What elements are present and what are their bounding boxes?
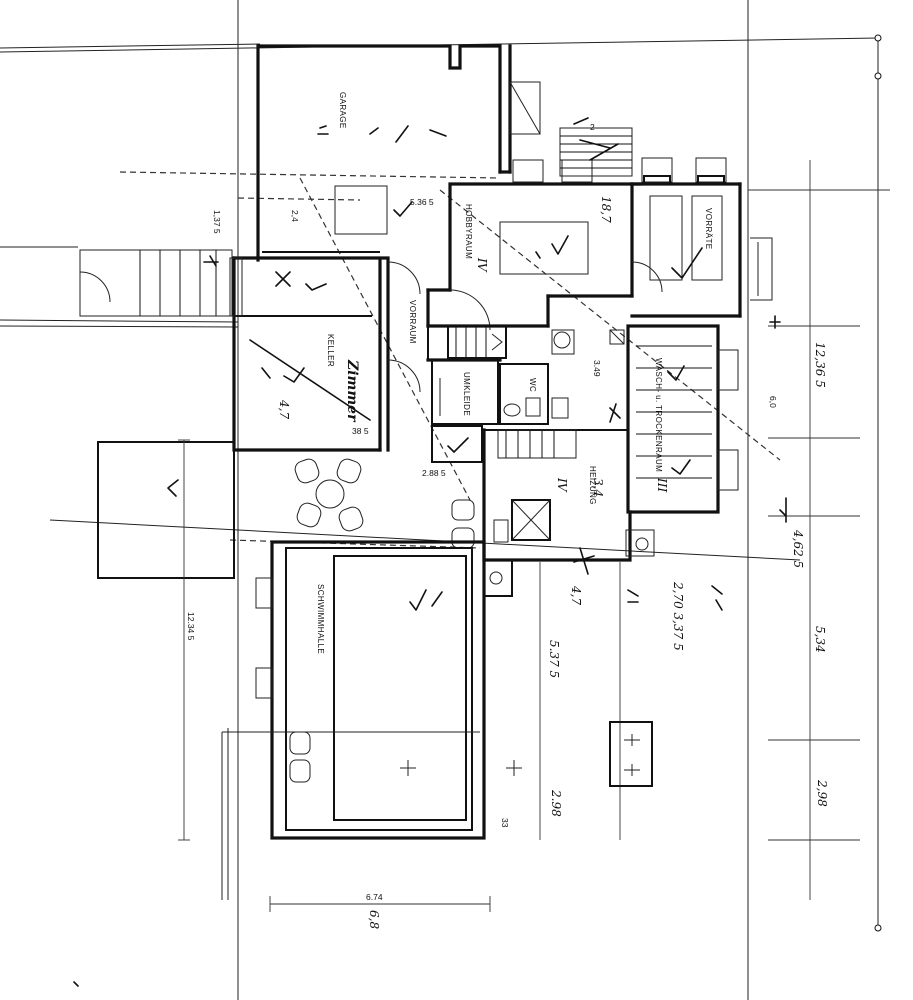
stair-number-2: 2 (590, 122, 595, 132)
dim-6-0: 6,0 (768, 396, 778, 408)
floor-area-value: 4,7 (569, 585, 583, 605)
entrance-stairs: 2 (559, 117, 633, 177)
vorraum: VORRAUM 3.49 (378, 258, 602, 452)
dim-33: 33 (500, 818, 510, 828)
dim-4-625: 4,62 5 (791, 529, 805, 568)
schwimmhalle: SCHWIMMHALLE 33 (221, 540, 522, 900)
dim-5-365: 5.36 5 (410, 197, 434, 207)
room-label-waschraum: WASCH- u. TROCKENRAUM (654, 358, 663, 472)
dim-2-98-right: 2,98 (815, 779, 829, 807)
dim-5-375: 5.37 5 (547, 640, 561, 678)
room-label-keller: KELLER (326, 334, 335, 367)
heizung-value: 3,4 (591, 478, 605, 497)
dim-6-74: 6.74 (366, 892, 383, 902)
dim-12-365: 12,36 5 (813, 342, 827, 388)
garage: GARAGE 2,4 1,37 5 (212, 44, 541, 262)
reference-lines (0, 0, 882, 1000)
room-label-garage: GARAGE (338, 92, 347, 129)
dim-2-4: 2,4 (290, 210, 300, 222)
room-label-vorraum: VORRAUM (408, 300, 417, 344)
umkleide: UMKLEIDE (431, 325, 507, 425)
dim-2-98: 2.98 (549, 789, 563, 817)
numeral-iv-heizung: IV (555, 477, 569, 493)
dimensions: 12.34 5 6.74 6,8 5.37 5 2.98 4,7 2,70 3,… (178, 160, 890, 929)
waschraum: WASCH- u. TROCKENRAUM III (609, 324, 739, 514)
room-label-hobbyraum: HOBBYRAUM (464, 204, 473, 259)
numeral-iv-hobby: IV (475, 257, 489, 273)
terrace-furniture (97, 441, 475, 579)
room-label-schwimmhalle: SCHWIMMHALLE (316, 584, 325, 654)
hobbyraum: HOBBYRAUM 18,7 5.36 5 IV (410, 159, 642, 331)
hobby-area-value: 18,7 (599, 196, 613, 223)
wc: WC (499, 329, 575, 425)
room-label-vorraete: VORRÄTE (704, 208, 713, 249)
heizung: HEIZUNG 3,4 IV 2.88 5 (422, 425, 655, 562)
room-label-wc: WC (528, 378, 537, 392)
dim-12-345: 12.34 5 (186, 612, 196, 641)
dim-38-5: 38 5 (352, 426, 369, 436)
dim-5-34: 5,34 (813, 626, 827, 653)
annotations (73, 255, 787, 987)
dim-2-885: 2.88 5 (422, 468, 446, 478)
numeral-iii-wasch: III (655, 477, 669, 492)
side-stair (79, 249, 233, 317)
room-label-umkleide: UMKLEIDE (462, 372, 471, 416)
dim-6-8: 6,8 (367, 910, 381, 929)
room-label-heizung: HEIZUNG (588, 466, 597, 505)
vorraete: VORRÄTE (630, 157, 773, 318)
handwritten-zimmer: Zimmer (344, 359, 360, 423)
keller-area-value: 4,7 (277, 399, 291, 419)
dim-2-70-3-375: 2,70 3,37 5 (671, 581, 685, 651)
dim-3-49: 3.49 (592, 360, 602, 377)
dim-1-375: 1,37 5 (212, 210, 222, 234)
keller: KELLER Zimmer 4,7 38 5 (229, 256, 390, 452)
